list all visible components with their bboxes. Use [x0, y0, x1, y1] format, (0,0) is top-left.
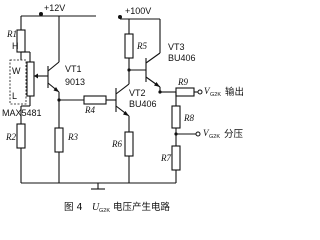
transistor-vt1 — [47, 61, 60, 93]
figure-caption: 图 4 U G2K 电压产生电路 — [64, 201, 171, 214]
terminal-output — [197, 89, 203, 95]
resistor-r6 — [124, 131, 134, 157]
label-vout-divider: V — [203, 128, 210, 138]
label-max5481: MAX5481 — [2, 108, 42, 118]
resistor-r4 — [83, 95, 107, 105]
label-r2: R2 — [5, 132, 16, 142]
resistor-r9 — [175, 87, 195, 97]
caption-text: 电压产生电路 — [113, 201, 171, 213]
label-r9: R9 — [177, 77, 188, 87]
label-vt2: VT2 — [129, 88, 146, 98]
wiper-arrow — [34, 73, 38, 79]
label-vout-divider-sub: G2K — [209, 134, 220, 140]
caption-fig-number: 图 4 — [64, 202, 83, 213]
label-100v: +100V — [125, 6, 151, 16]
resistor-r8 — [171, 105, 181, 129]
transistor-vt3 — [145, 52, 161, 88]
resistor-r5 — [124, 33, 134, 59]
supply-12v: +12V — [39, 3, 96, 17]
transistor-vt2 — [115, 83, 130, 117]
potentiometer — [26, 61, 35, 97]
terminal-divider — [195, 131, 201, 137]
label-r1: R1 — [6, 29, 17, 39]
label-r6: R6 — [111, 139, 122, 149]
resistor-r7 — [171, 145, 181, 171]
label-r3: R3 — [67, 132, 78, 142]
label-r8: R8 — [183, 113, 194, 123]
label-vout-output-sub: G2K — [210, 92, 221, 98]
resistor-r3 — [54, 127, 64, 153]
label-12v: +12V — [44, 3, 65, 13]
label-vt2-part: BU406 — [129, 99, 157, 109]
supply-100v: +100V — [118, 6, 160, 20]
label-r7: R7 — [160, 153, 171, 163]
max5481-ic-box — [9, 59, 27, 105]
label-vout-output: V — [204, 86, 211, 96]
label-vt3: VT3 — [168, 42, 185, 52]
label-output-text: 输出 — [225, 86, 244, 98]
circuit-diagram-figure: +12V +100V R1 H W L MAX5481 R2 VT1 9013 … — [2, 3, 244, 214]
caption-u-subscript: G2K — [99, 208, 110, 214]
label-vt3-part: BU406 — [168, 53, 196, 63]
label-divider-text: 分压 — [224, 129, 244, 140]
label-vt1: VT1 — [65, 64, 82, 74]
caption-u-symbol: U — [92, 202, 100, 213]
label-pin-h: H — [12, 41, 19, 51]
label-pin-l: L — [12, 91, 17, 101]
label-r4: R4 — [84, 105, 95, 115]
label-r5: R5 — [136, 41, 147, 51]
ground-symbol — [91, 183, 105, 190]
circuit-schematic: +12V +100V R1 H W L MAX5481 R2 VT1 9013 … — [2, 3, 244, 214]
label-vt1-part: 9013 — [65, 77, 85, 87]
label-pin-w: W — [12, 66, 21, 76]
resistor-r2 — [16, 123, 26, 149]
